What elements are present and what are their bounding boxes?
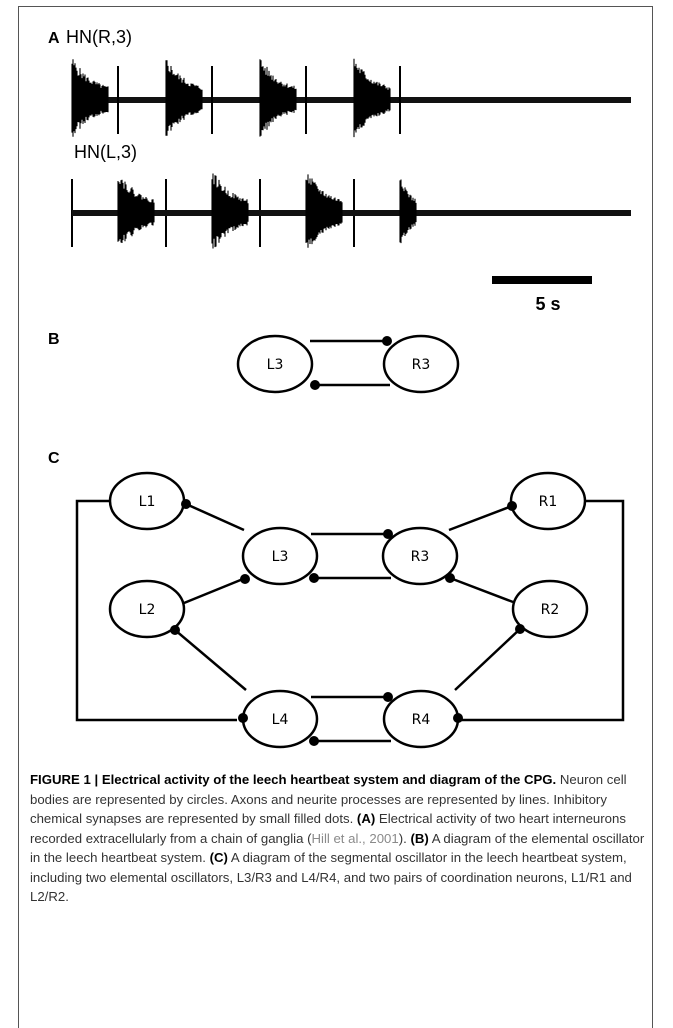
- neuron-c-l2: [108, 579, 186, 639]
- synapse-c-l3-from-l2: [240, 574, 250, 584]
- synapse-c-l4-left: [238, 713, 248, 723]
- trace-0-burst-3: [353, 58, 391, 138]
- trace-1-burst-2: [305, 174, 343, 248]
- c-line-l2-l3: [183, 577, 244, 605]
- c-line-l1-l3: [185, 502, 245, 532]
- panel-c-label: C: [48, 450, 60, 467]
- figure-graphics: 5 s L3 R3 L1: [71, 58, 631, 749]
- c-label-r1: R1: [539, 494, 558, 510]
- panel-b-label: B: [48, 331, 60, 348]
- c-label-l3: L3: [272, 549, 289, 565]
- caption-label-a: (A): [356, 811, 376, 826]
- caption-citation-link[interactable]: Hill et al., 2001: [311, 830, 399, 846]
- caption-title: FIGURE 1 | Electrical activity of the le…: [30, 772, 557, 787]
- neuron-b-r3: [382, 334, 460, 394]
- neuron-b-l3: [236, 334, 314, 394]
- b-label-r3: R3: [412, 357, 431, 373]
- trace-baseline-1: [72, 210, 631, 216]
- synapse-c-r3-from-r2: [445, 573, 455, 583]
- trace-1-burst-3: [399, 179, 417, 244]
- panel-a-label: A: [48, 30, 60, 47]
- panel-b-diagram: L3 R3: [236, 334, 460, 394]
- c-line-r3-r1: [448, 504, 513, 532]
- c-right-outer-line: [460, 499, 625, 722]
- c-line-r3-r2: [449, 576, 514, 604]
- trace-baseline-0: [72, 97, 631, 103]
- c-label-l1: L1: [139, 494, 156, 510]
- neuron-c-r3: [381, 526, 459, 586]
- c-label-l2: L2: [139, 602, 156, 618]
- panel-c-diagram: L1 R1 L3 R3 L2 R2 L4 R4: [75, 471, 625, 749]
- synapse-c-r4-right: [453, 713, 463, 723]
- trace-0-burst-0: [71, 59, 109, 137]
- caption-body-b: A diagram of the elemental oscillator in…: [30, 830, 645, 866]
- scale-bar-label: 5 s: [535, 294, 560, 314]
- caption-label-c: (C): [209, 850, 228, 865]
- caption-label-b: (B): [410, 830, 429, 846]
- caption-body-a-end: ).: [398, 830, 411, 846]
- c-line-r2-r4: [454, 628, 521, 691]
- trace-0-burst-1: [165, 60, 203, 136]
- caption-body-intro: Neuron cell bodies are represented by ci…: [30, 772, 627, 826]
- synapse-c-r2: [515, 624, 525, 634]
- synapse-c-r3-top: [383, 529, 393, 539]
- caption-body-c: A diagram of the segmental oscillator in…: [30, 850, 632, 904]
- c-label-r2: R2: [541, 602, 560, 618]
- trace-0-burst-2: [259, 59, 297, 137]
- c-line-l2-l4: [174, 629, 247, 691]
- figure-caption: FIGURE 1 | Electrical activity of the le…: [30, 770, 645, 907]
- scale-bar: [492, 276, 592, 284]
- c-left-outer-line: [75, 499, 237, 722]
- trace-1-burst-0: [117, 179, 155, 243]
- synapse-c-l3-bottom: [309, 573, 319, 583]
- neuron-c-l3: [241, 526, 319, 586]
- c-label-r4: R4: [412, 712, 431, 728]
- synapse-c-l2: [170, 625, 180, 635]
- synapse-b-l3-r3: [382, 336, 392, 346]
- caption-body-a: Electrical activity of two heart interne…: [30, 811, 626, 846]
- c-label-l4: L4: [272, 712, 289, 728]
- synapse-c-l1: [181, 499, 191, 509]
- b-label-l3: L3: [267, 357, 284, 373]
- figure-frame: [18, 6, 653, 1028]
- trace-1-burst-1: [211, 173, 249, 249]
- voltage-traces: [71, 58, 631, 249]
- synapse-c-r4-top: [383, 692, 393, 702]
- synapse-c-l4-bottom: [309, 736, 319, 746]
- neuron-c-r1: [509, 471, 587, 531]
- synapse-b-r3-l3: [310, 380, 320, 390]
- synapse-c-r1: [507, 501, 517, 511]
- neuron-c-r2: [511, 579, 589, 639]
- c-label-r3: R3: [411, 549, 430, 565]
- trace-label-hn-r3: HN(R,3): [66, 27, 132, 47]
- trace-label-hn-l3: HN(L,3): [74, 142, 138, 162]
